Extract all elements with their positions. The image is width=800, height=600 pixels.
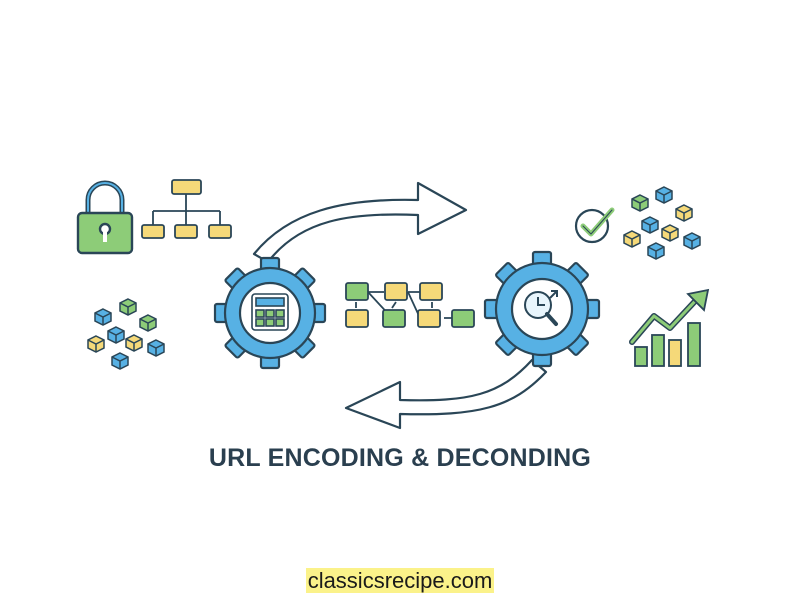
watermark-text: classicsrecipe.com <box>305 568 495 593</box>
cubes-icon <box>87 298 165 370</box>
flow-nodes-icon <box>345 282 475 328</box>
hierarchy-icon <box>141 179 232 239</box>
padlock-icon <box>76 180 134 255</box>
diagram-title: URL ENCODING & DECONDING <box>208 444 592 472</box>
calculator-icon <box>251 293 289 331</box>
cubes-icon <box>623 186 701 260</box>
decode-gear-icon <box>483 250 601 368</box>
encode-gear-icon <box>213 256 327 370</box>
magnifier-clock-icon <box>524 290 558 326</box>
checkmark-icon <box>574 207 615 244</box>
return-arrow-icon <box>344 358 548 430</box>
growth-chart-icon <box>629 288 710 367</box>
forward-arrow-icon <box>252 181 468 264</box>
watermark: classicsrecipe.com <box>0 568 800 594</box>
